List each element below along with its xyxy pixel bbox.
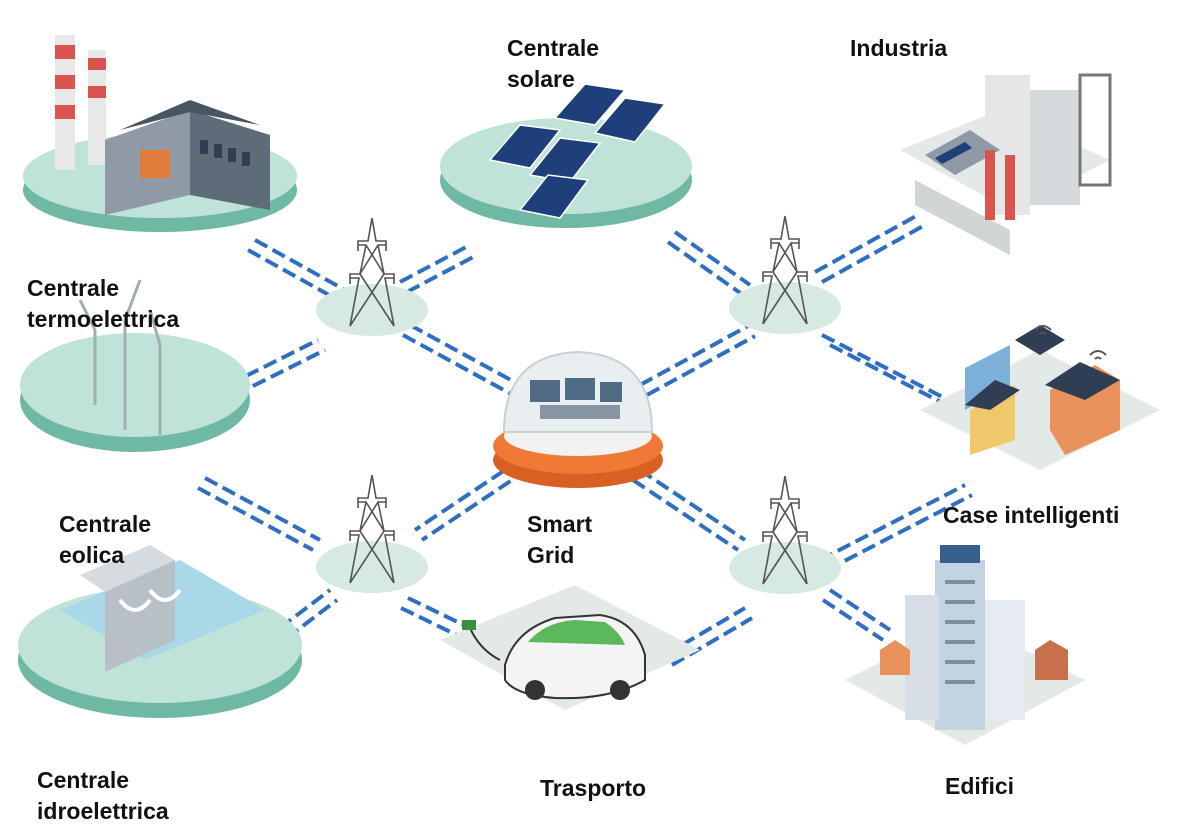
label-industry: Industria	[850, 35, 948, 61]
link-wind-tower3	[197, 476, 321, 552]
connection-lines	[197, 213, 973, 667]
city-buildings-icon	[845, 545, 1085, 745]
control-room-dome-icon	[493, 350, 663, 488]
label-solar-power-plant: Centrale solare	[507, 35, 600, 92]
link-grid-tower4	[631, 468, 747, 552]
tower-base-4	[729, 542, 841, 594]
link-tower3-transport	[400, 596, 471, 640]
label-transport: Trasporto	[540, 775, 647, 801]
link-tower4-buildings	[821, 588, 892, 642]
tower-base-3	[316, 541, 428, 593]
link-solar-tower2	[666, 230, 752, 297]
tower-base-2	[729, 282, 841, 334]
link-thermo-tower	[247, 238, 346, 302]
link-tower-solar	[399, 243, 478, 294]
hydro-dam-icon	[18, 545, 302, 718]
label-wind-power-plant: Centrale eolica	[59, 511, 152, 568]
link-tower-grid	[402, 323, 521, 397]
electric-car-icon	[440, 585, 700, 710]
label-buildings: Edifici	[945, 773, 1015, 799]
link-tower4-homes	[819, 483, 973, 572]
factory-icon	[900, 73, 1112, 255]
thermal-power-plant-icon	[23, 35, 297, 232]
label-smart-homes: Case intelligenti	[943, 502, 1120, 528]
label-smart-grid: Smart Grid	[527, 511, 593, 568]
solar-panel-icon	[440, 83, 692, 228]
label-hydro-power-plant: Centrale idroelettrica	[37, 767, 169, 824]
tower-bases	[316, 282, 841, 594]
smart-house-icon	[920, 325, 1160, 470]
link-tower2-industry	[814, 213, 926, 284]
label-thermal-power-plant: Centrale termoelettrica	[27, 275, 180, 332]
tower-base-1	[316, 284, 428, 336]
link-grid-tower2	[639, 324, 756, 397]
wind-turbine-icon	[20, 279, 250, 452]
link-transport-tower4	[663, 606, 754, 667]
link-wind-tower	[227, 338, 326, 397]
